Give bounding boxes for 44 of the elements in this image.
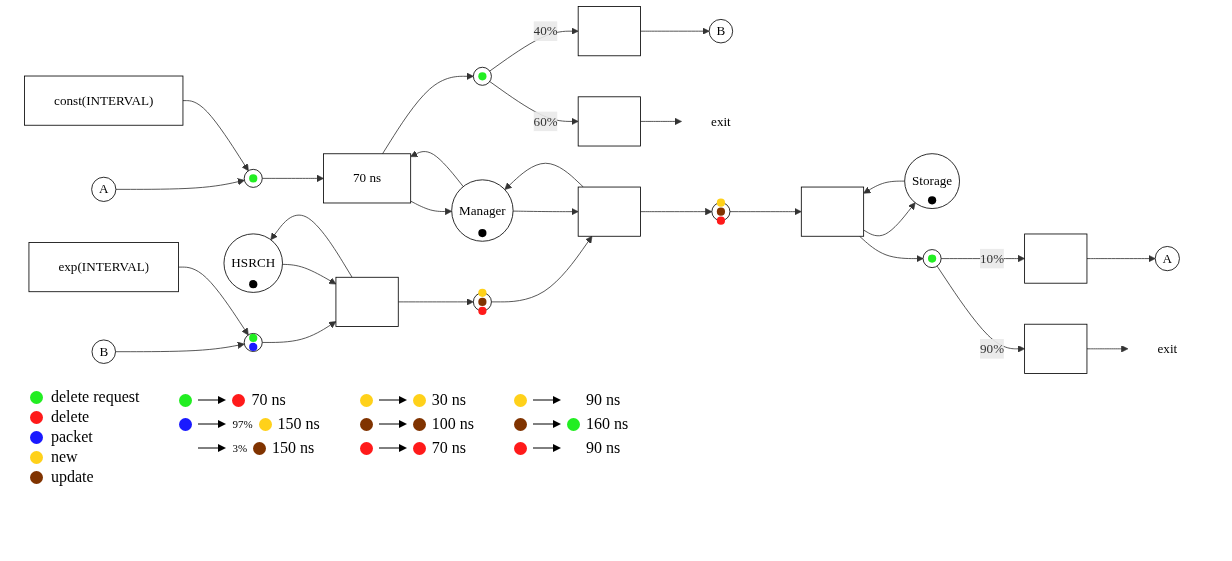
node-bar [578, 96, 642, 147]
edge-label: 60% [533, 114, 559, 128]
duration-label: 70 ns [251, 391, 286, 409]
percent-label: 3% [232, 442, 248, 454]
duration-label: 150 ns [272, 439, 315, 457]
node-bar [578, 186, 642, 237]
edge-label: 10% [980, 251, 1005, 266]
duration-label: 150 ns [277, 415, 320, 433]
node-circle [244, 168, 264, 188]
node-circle: HSRCH [223, 233, 284, 293]
edge-label: 40% [533, 23, 559, 38]
node-bar [801, 186, 865, 237]
duration-label: 160 ns [586, 415, 629, 433]
duration-label: 70 ns [431, 439, 467, 457]
duration-label: 90 ns [586, 391, 621, 409]
node-bar [578, 6, 642, 57]
legend-text: packet [51, 428, 93, 446]
node-circle: B [91, 339, 117, 364]
legend-text: update [51, 468, 94, 486]
duration-label: 30 ns [431, 391, 467, 409]
node-circle: A [1155, 246, 1181, 272]
legend-text: new [51, 448, 78, 466]
edge-label: 90% [980, 341, 1005, 356]
percent-label: 97% [232, 418, 253, 430]
node-circle: A [91, 176, 117, 202]
node-circle [923, 249, 942, 269]
node-circle [473, 66, 493, 86]
node-circle: Storage [904, 153, 961, 209]
node-box: const(INTERVAL) [24, 75, 184, 126]
node-text: exit [1157, 341, 1178, 356]
node-bar [1024, 323, 1088, 374]
legend-text: delete request [51, 388, 140, 406]
node-circle [473, 292, 493, 312]
duration-label: 90 ns [586, 439, 621, 457]
node-circle: B [709, 19, 734, 44]
node-bar [1024, 233, 1088, 284]
legend-text: delete [51, 408, 90, 426]
node-circle: Manager [451, 179, 514, 242]
node-circle [711, 202, 731, 222]
node-bar [335, 276, 400, 327]
duration-label: 100 ns [431, 415, 475, 433]
node-box: 70 ns [323, 153, 412, 204]
node-text: exit [711, 114, 732, 128]
node-box: exp(INTERVAL) [28, 242, 180, 293]
